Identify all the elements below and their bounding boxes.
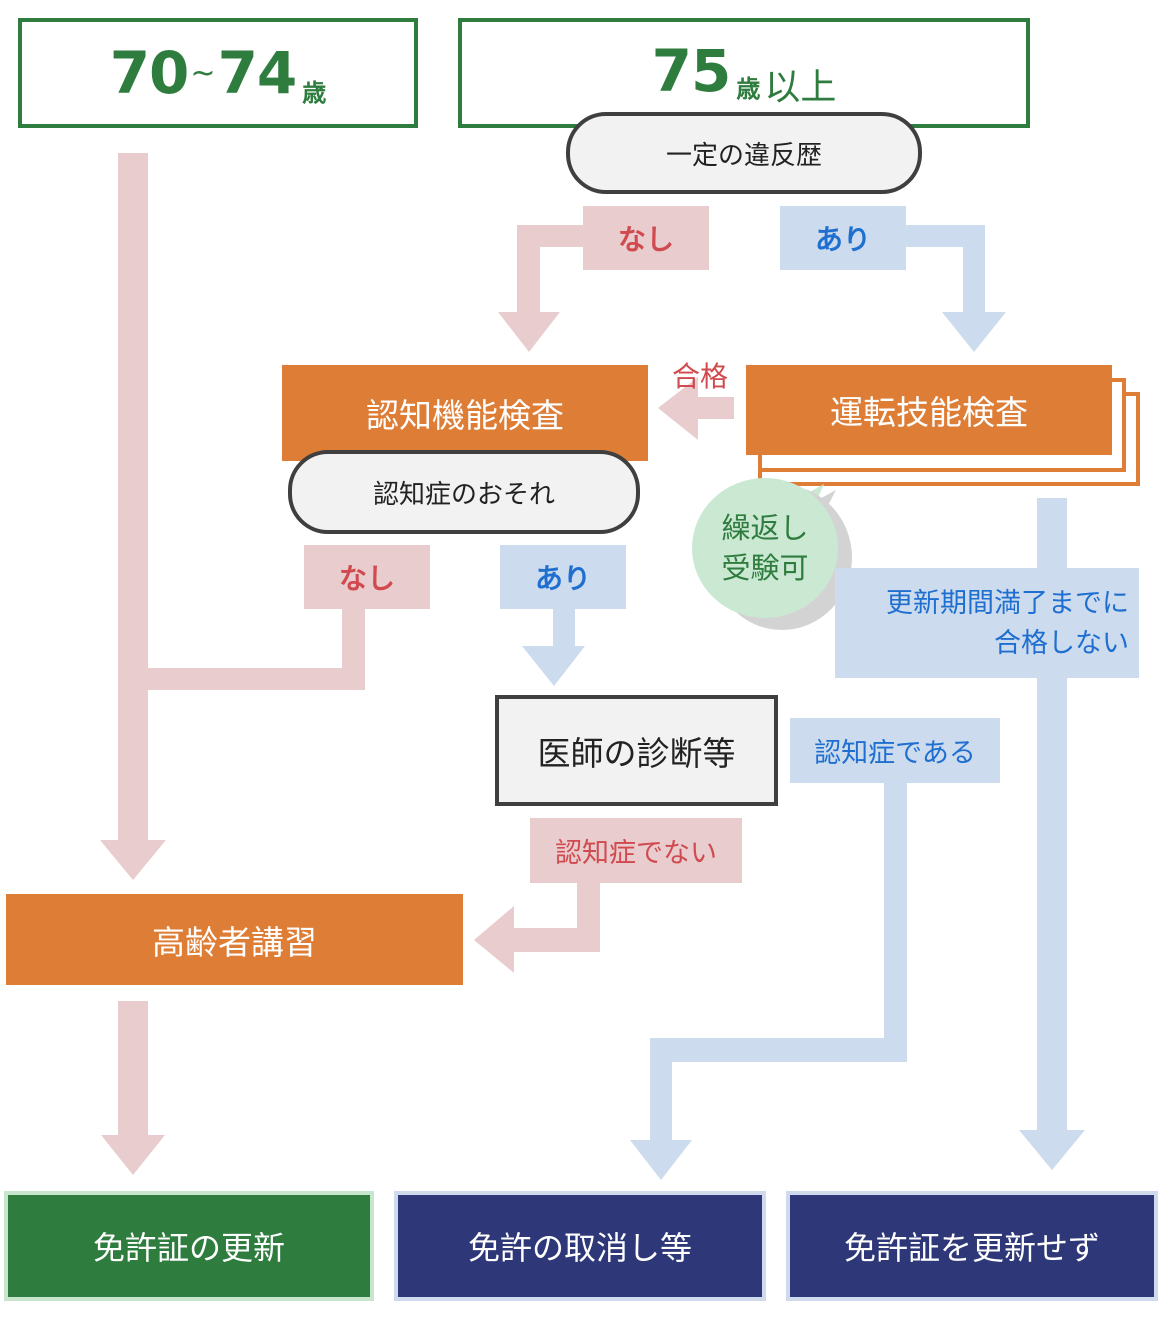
label-not-dementia: 認知症でない <box>530 818 742 883</box>
step-label: 運転技能検査 <box>830 393 1028 432</box>
label-risk-none: なし <box>304 545 430 609</box>
arrow-violation-yes <box>900 225 1006 352</box>
arrow-70-74-to-course <box>100 153 166 880</box>
age-from: 70 <box>109 39 190 107</box>
label-text: 認知症である <box>814 738 976 769</box>
label-is-dementia: 認知症である <box>790 718 1000 783</box>
result-license-not-renewed: 免許証を更新せず <box>786 1191 1158 1301</box>
arrow-violation-none <box>498 225 587 352</box>
age-unit: 歳 <box>302 79 327 107</box>
result-label: 免許の取消し等 <box>467 1229 692 1267</box>
callout-line-2: 受験可 <box>721 551 809 585</box>
callout-line-1: 繰返し <box>721 511 809 545</box>
label-text: なし <box>617 223 674 256</box>
label-text: 認知症でない <box>555 838 717 869</box>
result-license-revoked: 免許の取消し等 <box>394 1191 766 1301</box>
arrow-is-dementia <box>630 780 907 1180</box>
age-unit: 歳 <box>736 75 761 103</box>
arrow-pass-to-cognitive <box>658 377 734 440</box>
label-violation-none: なし <box>583 206 709 270</box>
arrow-risk-yes <box>522 605 585 686</box>
decision-dementia-risk-label: 認知症のおそれ <box>372 479 555 510</box>
label-line-2: 合格しない <box>994 628 1129 659</box>
callout-retry-allowed: 繰返し 受験可 <box>692 478 838 618</box>
age-group-70-74: 70 ~ 74 歳 <box>18 18 418 128</box>
decision-violation-history: 一定の違反歴 <box>566 112 922 194</box>
step-label: 認知機能検査 <box>366 396 564 435</box>
age-75: 75 <box>651 37 732 105</box>
label-line-1: 更新期間満了までに <box>886 588 1129 619</box>
arrow-risk-none <box>148 605 365 690</box>
decision-dementia-risk: 認知症のおそれ <box>288 450 640 534</box>
result-label: 免許証の更新 <box>92 1229 285 1267</box>
step-doctor-diagnosis: 医師の診断等 <box>495 695 778 806</box>
arrow-course-to-renewed <box>101 1001 165 1175</box>
step-driving-skill-test: 運転技能検査 <box>746 365 1112 455</box>
age-to: 74 <box>217 39 298 107</box>
label-not-passed-by-deadline: 更新期間満了までに 合格しない <box>835 568 1139 678</box>
age-suffix: 以上 <box>764 67 837 108</box>
result-label: 免許証を更新せず <box>843 1229 1100 1267</box>
step-cognitive-test: 認知機能検査 <box>282 365 648 461</box>
label-risk-yes: あり <box>500 545 626 609</box>
label-violation-yes: あり <box>780 206 906 270</box>
step-elderly-course: 高齢者講習 <box>6 894 463 985</box>
step-label: 医師の診断等 <box>537 733 736 773</box>
decision-violation-history-label: 一定の違反歴 <box>665 140 822 171</box>
label-passed: 合格 <box>660 355 740 395</box>
label-text: 合格 <box>671 360 728 393</box>
result-license-renewed: 免許証の更新 <box>4 1191 374 1301</box>
step-label: 高齢者講習 <box>152 922 317 962</box>
label-text: あり <box>814 223 871 256</box>
arrow-not-dementia <box>474 880 600 973</box>
label-text: あり <box>534 562 591 595</box>
age-tilde: ~ <box>190 55 216 91</box>
age-group-75-plus: 75 歳 以上 <box>458 18 1030 128</box>
label-text: なし <box>338 562 395 595</box>
